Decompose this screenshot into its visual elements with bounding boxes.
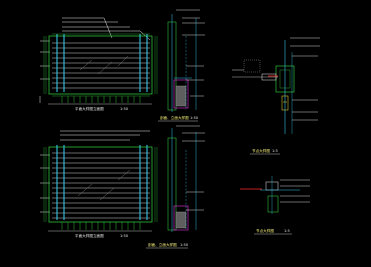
detail-title-elev-bottom-scale: 1:50 <box>180 243 189 247</box>
elevation-top-base-bars <box>61 96 141 103</box>
section-top: 剖面、立面大样图 1:50 <box>158 9 205 122</box>
elevation-top-hatch <box>43 33 158 97</box>
caption-bottom-panel-scale: 1:50 <box>120 234 129 238</box>
elevation-top-slats <box>52 42 150 89</box>
section-top-foundation <box>173 79 189 109</box>
detail-title-a-scale: 1:5 <box>272 149 278 153</box>
caption-bottom-panel: 平面大样图立面图 <box>75 233 104 238</box>
elevation-top-posts <box>56 34 148 92</box>
caption-top-panel-scale: 1:50 <box>120 107 129 111</box>
detail-title-elev-bottom: 剖面、立面大样图 <box>148 242 177 247</box>
elevation-top-diagonals <box>79 55 129 75</box>
detail-title-a: 节点大样图 <box>252 148 270 153</box>
elevation-bottom-base-bars <box>61 222 141 230</box>
detail-title-b: 节点大样图 <box>256 228 274 233</box>
section-top-leaders <box>176 9 205 97</box>
elevation-bottom-slats <box>52 152 150 219</box>
detail-title-elev-top: 剖面、立面大样图 <box>160 115 189 120</box>
section-bottom: 剖面、立面大样图 1:50 <box>146 125 205 249</box>
detail-a: 节点大样图 1:5 <box>232 37 320 155</box>
detail-title-b-scale: 1:5 <box>284 229 290 233</box>
caption-top-panel: 平面大样图立面图 <box>75 106 104 111</box>
elevation-top: 平面大样图立面图 1:50 <box>39 17 158 111</box>
detail-title-elev-top-scale: 1:50 <box>190 116 199 120</box>
elevation-top-leaders <box>40 17 151 80</box>
elevation-bottom-frame <box>48 146 153 223</box>
elevation-bottom: 平面大样图立面图 1:50 <box>40 130 158 238</box>
elevation-top-frame <box>48 35 153 95</box>
detail-b: 节点大样图 1:5 <box>240 176 310 235</box>
